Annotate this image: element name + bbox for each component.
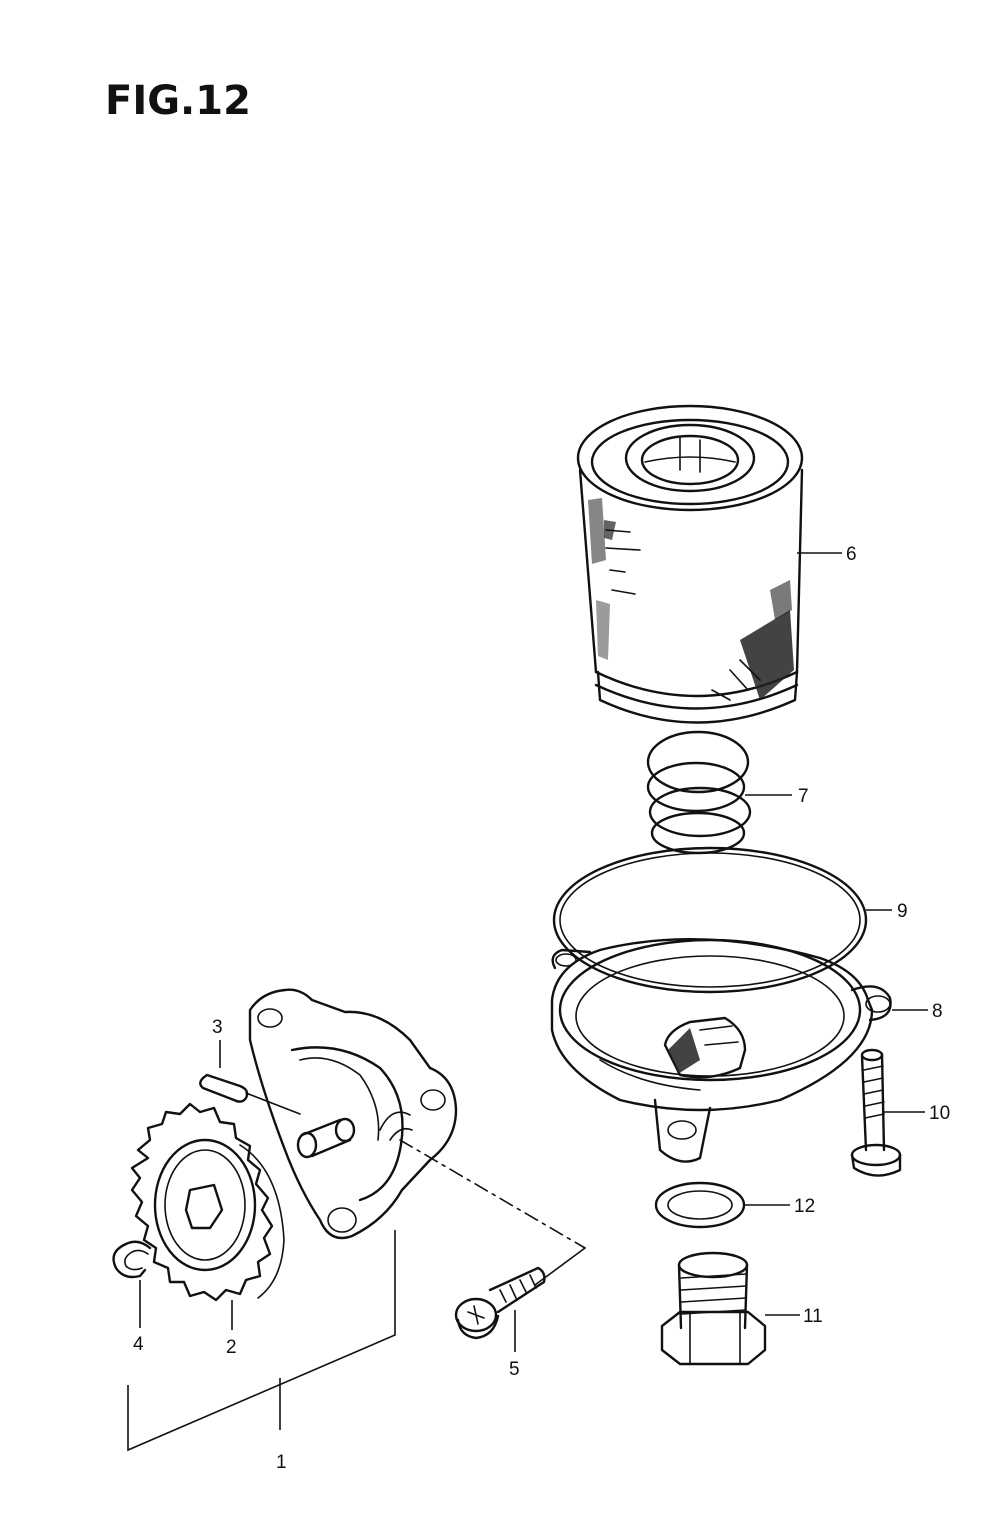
spring	[646, 730, 752, 855]
washer	[654, 1181, 746, 1229]
callout-2: 2	[226, 1337, 237, 1358]
gear	[130, 1102, 285, 1302]
assembly-bracket	[127, 1230, 396, 1452]
callout-7: 7	[798, 786, 809, 807]
filter-cap	[550, 938, 892, 1163]
callout-1: 1	[276, 1452, 287, 1473]
callout-6: 6	[846, 544, 857, 565]
callout-9: 9	[897, 901, 908, 922]
circlip	[112, 1240, 152, 1279]
callout-10: 10	[929, 1103, 950, 1124]
callout-12: 12	[794, 1196, 815, 1217]
bolt-10	[850, 1048, 902, 1177]
callout-8: 8	[932, 1001, 943, 1022]
callout-11: 11	[803, 1306, 823, 1327]
alignment-line-2	[534, 1247, 586, 1286]
oil-filter-element	[576, 404, 804, 724]
drain-plug	[660, 1251, 767, 1366]
figure-title: FIG.12	[105, 78, 251, 124]
callout-4: 4	[133, 1334, 144, 1355]
callout-5: 5	[509, 1359, 520, 1380]
alignment-line	[399, 1139, 586, 1249]
screw	[454, 1266, 546, 1340]
callout-3: 3	[212, 1017, 223, 1038]
pin	[199, 1073, 301, 1115]
o-ring	[552, 846, 868, 994]
oil-pump-body	[248, 988, 458, 1240]
